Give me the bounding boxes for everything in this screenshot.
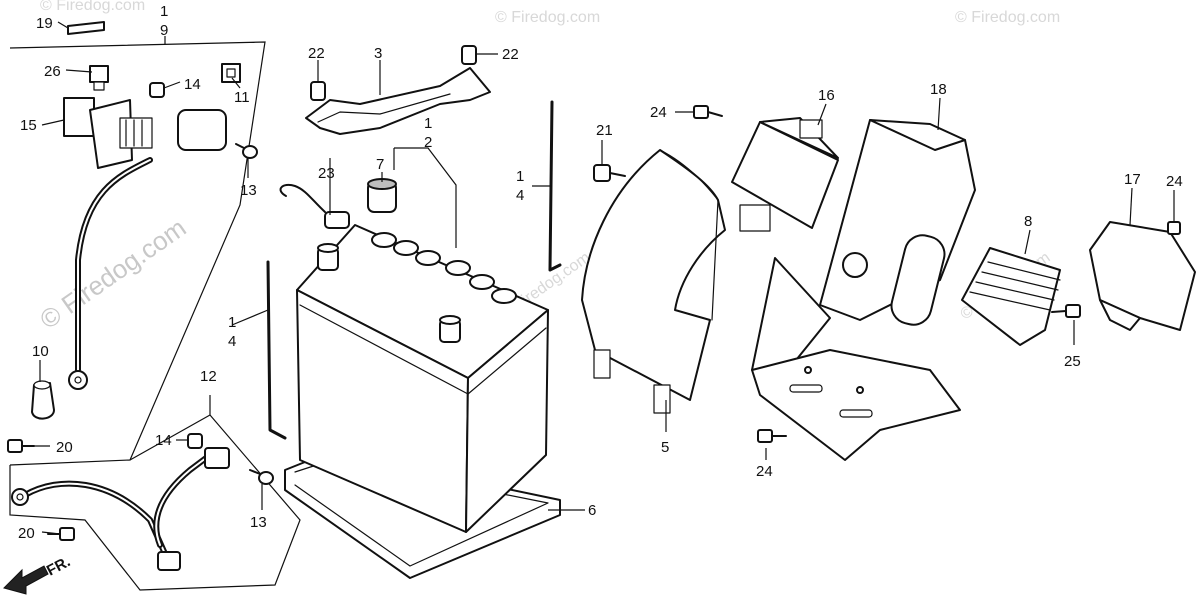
callout-12: 12	[200, 368, 217, 385]
part-19-label[interactable]	[67, 21, 105, 35]
part-5-side-cover[interactable]	[581, 149, 726, 414]
callout-24-bottom: 24	[756, 463, 773, 480]
part-25-bolt[interactable]	[1051, 304, 1081, 318]
callout-1-battery: 1	[424, 115, 432, 132]
callout-26: 26	[44, 63, 61, 80]
callout-15: 15	[20, 117, 37, 134]
part-20-bolt-upper[interactable]	[7, 439, 35, 453]
callout-25: 25	[1064, 353, 1081, 370]
watermark-top-center: © Firedog.com	[495, 9, 600, 26]
callout-1-top: 1	[160, 3, 168, 20]
callout-13-lower: 13	[250, 514, 267, 531]
part-23-breather-tube[interactable]	[279, 184, 350, 229]
callout-9: 9	[160, 22, 168, 39]
part-20-bolt-lower[interactable]	[47, 527, 75, 541]
callout-5: 5	[661, 439, 669, 456]
callout-10: 10	[32, 343, 49, 360]
part-16-control-unit[interactable]	[731, 117, 839, 232]
part-4-rod-left[interactable]	[266, 260, 287, 440]
part-8-regulator-rectifier[interactable]	[961, 247, 1061, 346]
part-22-bolt-left[interactable]	[310, 81, 326, 101]
part-2-battery[interactable]	[296, 224, 549, 533]
part-18-electrical-bracket[interactable]	[751, 119, 976, 461]
callout-16: 16	[818, 87, 835, 104]
callout-24-top: 24	[650, 104, 667, 121]
callout-14-upper: 14	[184, 76, 201, 93]
callout-22-right: 22	[502, 46, 519, 63]
callout-7: 7	[376, 156, 384, 173]
callout-17: 17	[1124, 171, 1141, 188]
front-direction-arrow: FR.	[3, 553, 73, 595]
watermark-top-right: © Firedog.com	[955, 9, 1060, 26]
callout-1-right: 1	[516, 168, 524, 185]
subassembly-outline-9	[9, 36, 266, 466]
part-14-nut-lower[interactable]	[187, 433, 203, 449]
part-10-terminal-cover[interactable]	[31, 380, 55, 420]
part-26-fuse[interactable]	[89, 65, 109, 91]
callout-20-lower: 20	[18, 525, 35, 542]
watermark-main: © Firedog.com	[34, 212, 191, 335]
part-24-bolt-bottom[interactable]	[757, 429, 787, 443]
callout-4-left: 4	[228, 333, 236, 350]
callout-18: 18	[930, 81, 947, 98]
part-22-bolt-right[interactable]	[461, 45, 477, 65]
part-21-bolt[interactable]	[593, 164, 626, 182]
callout-11: 11	[234, 89, 250, 106]
subassembly-outline-12	[9, 395, 301, 591]
callout-13-upper: 13	[240, 182, 257, 199]
callout-14-lower: 14	[155, 432, 172, 449]
callout-numbers: 1 9 19 26 14 11 15 13 10 20 12 14 13 20 …	[18, 3, 1183, 542]
callout-2: 2	[424, 134, 432, 151]
callout-6: 6	[588, 502, 596, 519]
part-13-bolt-lower[interactable]	[249, 469, 274, 485]
callout-19: 19	[36, 15, 53, 32]
callout-23: 23	[318, 165, 335, 182]
callout-21: 21	[596, 122, 613, 139]
part-7-vent-cap[interactable]	[367, 178, 397, 213]
part-12-negative-cable[interactable]	[11, 447, 230, 571]
callout-1-left: 1	[228, 314, 236, 331]
front-direction-label: FR.	[44, 553, 73, 579]
watermark-top-left: © Firedog.com	[40, 0, 145, 14]
part-3-battery-holder[interactable]	[305, 67, 491, 135]
part-17-ignition-module[interactable]	[1089, 221, 1196, 331]
callout-4-right: 4	[516, 187, 524, 204]
part-15-relay-cable[interactable]	[63, 97, 227, 390]
part-24-bolt-top[interactable]	[693, 105, 723, 119]
part-13-bolt-upper[interactable]	[235, 143, 258, 159]
callout-22-left: 22	[308, 45, 325, 62]
callout-24-right: 24	[1166, 173, 1183, 190]
leader-lines	[32, 21, 1175, 535]
callout-3: 3	[374, 45, 382, 62]
part-11-clip[interactable]	[221, 63, 241, 83]
part-24-bolt-right[interactable]	[1167, 221, 1181, 235]
callout-20-upper: 20	[56, 439, 73, 456]
callout-8: 8	[1024, 213, 1032, 230]
part-4-rod-right[interactable]	[548, 100, 562, 272]
part-14-nut-upper[interactable]	[149, 82, 165, 98]
